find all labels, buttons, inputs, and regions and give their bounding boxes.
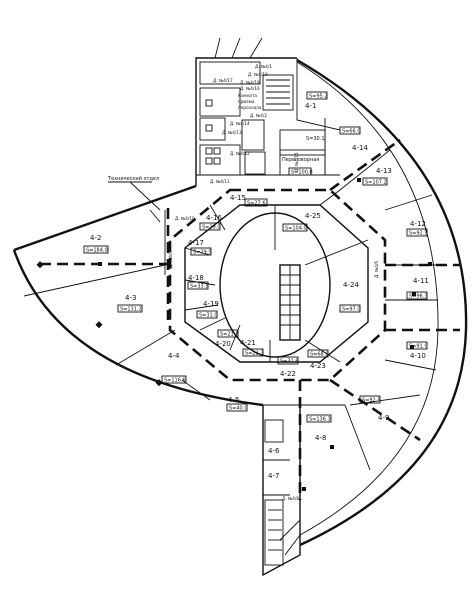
area-4-21: S=22.3: [245, 351, 264, 357]
door-4-15: Д. №4/15: [294, 152, 299, 172]
room-label-4-20: 4-20: [215, 340, 231, 348]
room-label-4-7: 4-7: [268, 472, 279, 480]
room-label-4-18: 4-18: [188, 274, 204, 282]
door-4-8: Д. №4/8: [282, 496, 299, 501]
door-4-13: Д. №4/13: [222, 130, 242, 135]
outer-walls: [12, 37, 468, 577]
room-label-4-22: 4-22: [280, 370, 296, 378]
room-label-4-12: 4-12: [410, 220, 426, 228]
door-4-18: Д. №4/18: [240, 80, 260, 85]
area-4-2: S=184.0: [86, 248, 108, 254]
area-4-17: S=29.5: [193, 250, 212, 256]
door-4-2: Д. №4/2: [250, 113, 267, 118]
prep-room-label: Переговорная: [282, 157, 319, 163]
north-block: [196, 58, 341, 176]
area-4-19: S=31.0: [199, 313, 218, 319]
personal-label: персонала: [238, 105, 262, 110]
komnata-label: Комната: [238, 93, 257, 98]
door-4-11: Д. №4/11: [210, 179, 230, 184]
tech-area-label: Технический отдел: [107, 175, 159, 182]
room-label-4-21: 4-21: [240, 339, 256, 347]
room-label-4-10: 4-10: [410, 352, 426, 360]
area-4-4: S=116.6: [164, 378, 186, 384]
room-label-4-25: 4-25: [305, 212, 321, 220]
door-tags: Д. №4/1 Д. №4/19 Д. №4/18 Д. №4/17 Д. №4…: [168, 64, 379, 501]
room-label-4-17: 4-17: [188, 239, 204, 247]
area-4-13: S=107.2: [365, 180, 387, 186]
west-wing: [23, 208, 211, 401]
area-4-15: S=27.6: [247, 201, 266, 207]
door-4-6: Д. №4/6: [374, 261, 379, 278]
area-4-23: S=68.0: [310, 352, 329, 358]
room-label-4-13: 4-13: [376, 167, 392, 175]
central-octagon: [168, 188, 387, 382]
area-66-0-b: S=66.0: [342, 129, 361, 135]
room-label-4-14: 4-14: [352, 144, 368, 152]
room-label-4-3: 4-3: [125, 294, 136, 302]
room-label-4-4: 4-4: [168, 352, 180, 360]
room-label-4-16: 4-16: [206, 214, 222, 222]
area-4-10: S=91.0: [409, 344, 428, 350]
room-label-4-11: 4-11: [413, 277, 429, 285]
area-4-11: S=96.3: [409, 294, 428, 300]
door-4-9: Д. №4/9: [168, 251, 173, 268]
door-4-19: Д. №4/19: [248, 72, 268, 77]
door-4-1: Д. №4/1: [255, 64, 272, 69]
door-4-10: Д. №4/10: [175, 216, 195, 221]
area-4-20: S=21.3: [220, 332, 239, 338]
priema-label: приема: [238, 99, 255, 104]
area-4-16: S=19.0: [202, 225, 221, 231]
area-4-22: S=31.6: [280, 359, 299, 365]
notes: Технический отдел Переговорная Комната п…: [107, 93, 319, 211]
room-label-4-2: 4-2: [90, 234, 101, 242]
area-4-3: S=131.2: [120, 307, 142, 313]
area-100-8: S=100.8: [291, 170, 313, 176]
door-4-14: Д. №4/14: [230, 121, 250, 126]
room-label-4-23: 4-23: [310, 362, 326, 370]
area-4-5: S=40.0: [229, 406, 248, 412]
area-4-18: S=33.5: [190, 284, 209, 290]
east-ring: [298, 138, 460, 500]
area-tags: S=184.0 S=131.2 S=116.6 S=40.0 S=136.3 S…: [83, 91, 428, 423]
room-labels: 4-1 4-2 4-3 4-4 4-5 4-6 4-7 4-8 4-9 4-10…: [90, 102, 429, 480]
room-label-4-1: 4-1: [305, 102, 316, 110]
room-label-4-6: 4-6: [268, 447, 280, 455]
area-4-8: S=136.3: [309, 417, 331, 423]
room-label-4-5: 4-5: [228, 396, 239, 404]
area-30-1: S=30.1: [306, 136, 325, 142]
room-label-4-24: 4-24: [343, 281, 359, 289]
door-4-17: Д. №4/17: [213, 78, 233, 83]
area-4-9: S=92.5: [362, 398, 381, 404]
area-4-24: S=97.0: [342, 307, 361, 313]
room-label-4-8: 4-8: [315, 434, 326, 442]
room-label-4-9: 4-9: [378, 414, 389, 422]
door-4-12: Д. №4/12: [230, 151, 250, 156]
door-4-16: Д. №4/16: [240, 86, 260, 91]
room-label-4-19: 4-19: [203, 300, 219, 308]
area-4-25: S=104.0: [285, 226, 307, 232]
area-4-12: S=92.5: [409, 231, 428, 237]
south-rooms: [263, 404, 345, 566]
area-95-2: S=95.2: [309, 94, 328, 100]
room-label-4-15: 4-15: [230, 194, 246, 202]
